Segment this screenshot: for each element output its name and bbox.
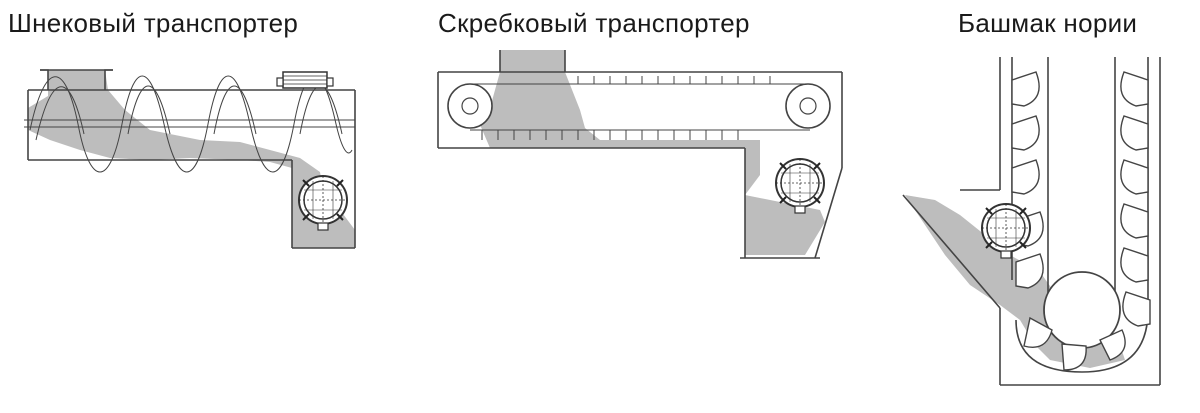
elevator-boot-diagram (902, 57, 1161, 386)
drive-motor-icon (276, 71, 334, 89)
scraper-conveyor-diagram (437, 50, 843, 259)
scraper-conveyor-caption: Скребковый транспортер (438, 8, 750, 38)
screw-conveyor-caption: Шнековый транспортер (8, 8, 299, 38)
screw-conveyor-diagram (24, 69, 356, 249)
elevator-boot-caption: Башмак нории (958, 8, 1138, 38)
